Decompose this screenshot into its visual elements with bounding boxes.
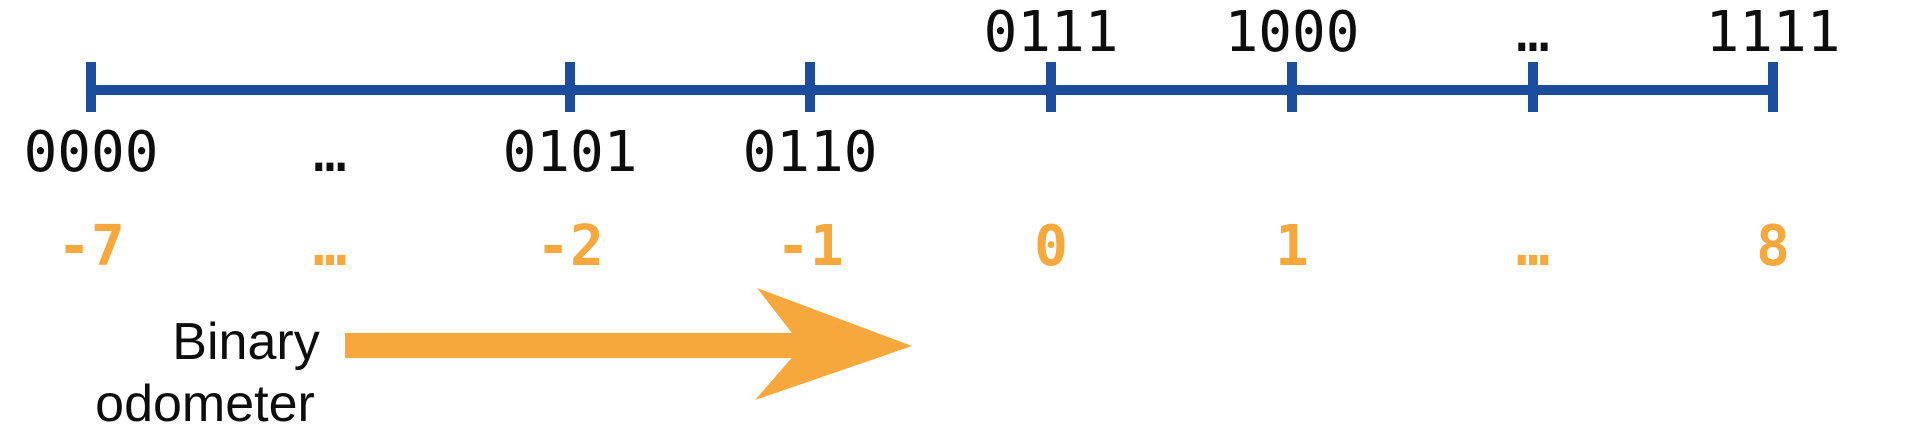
tick-1111 (1768, 62, 1778, 112)
ellipsis-bottom-label: … (313, 120, 347, 185)
value-label-neg2: -2 (536, 214, 604, 279)
tick-0110 (805, 62, 815, 112)
value-label-8: 8 (1756, 214, 1790, 279)
tick-1000 (1287, 62, 1297, 112)
binary-label-1111: 1111 (1705, 0, 1841, 65)
binary-label-0110: 0110 (742, 120, 878, 185)
value-label-1: 1 (1275, 214, 1309, 279)
tick-ellipsis (1528, 62, 1538, 112)
binary-label-0111: 0111 (983, 0, 1119, 65)
binary-label-0000: 0000 (23, 120, 159, 185)
value-label-neg7: -7 (57, 214, 125, 279)
binary-label-0101: 0101 (502, 120, 638, 185)
tick-0111 (1046, 62, 1056, 112)
number-line (86, 85, 1778, 95)
value-label-ellipsis-right: … (1516, 214, 1550, 279)
value-label-0: 0 (1034, 214, 1068, 279)
value-label-neg1: -1 (776, 214, 844, 279)
tick-0101 (565, 62, 575, 112)
value-label-ellipsis-left: … (313, 214, 347, 279)
annotation-line2: odometer (95, 375, 315, 433)
binary-label-1000: 1000 (1224, 0, 1360, 65)
ellipsis-top-label: … (1516, 0, 1550, 65)
tick-0000 (86, 62, 96, 112)
annotation-line1: Binary (172, 313, 320, 371)
